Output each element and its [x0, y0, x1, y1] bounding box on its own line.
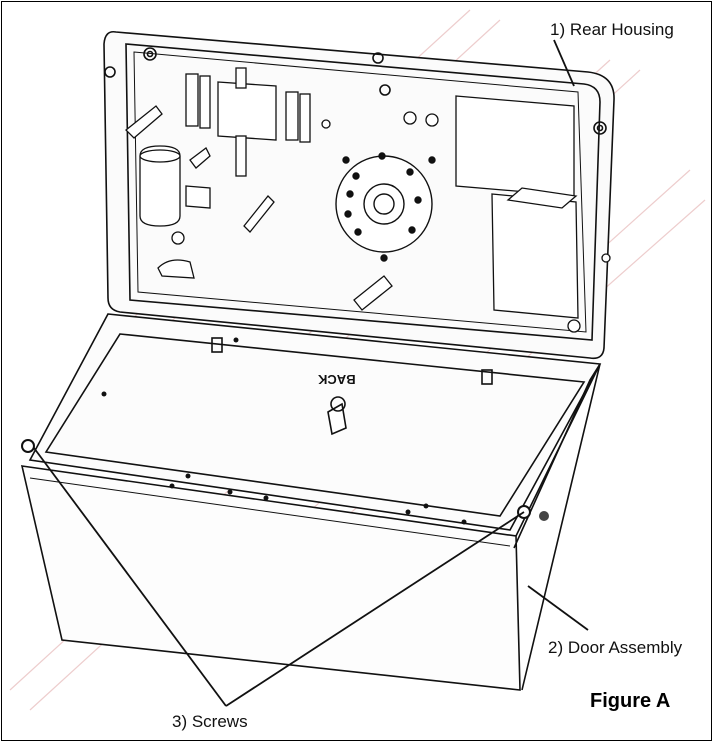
- screws-label: 3) Screws: [172, 712, 248, 731]
- rotary-switch: [335, 152, 436, 262]
- housing-components: [125, 67, 611, 333]
- figure-caption: Figure A: [590, 690, 671, 712]
- back-marking: BACK: [318, 372, 356, 387]
- door-assembly: [20, 313, 602, 691]
- rear-housing-label: 1) Rear Housing: [550, 20, 674, 39]
- leader-lines: [33, 39, 589, 707]
- door-assembly-label: 2) Door Assembly: [548, 638, 683, 657]
